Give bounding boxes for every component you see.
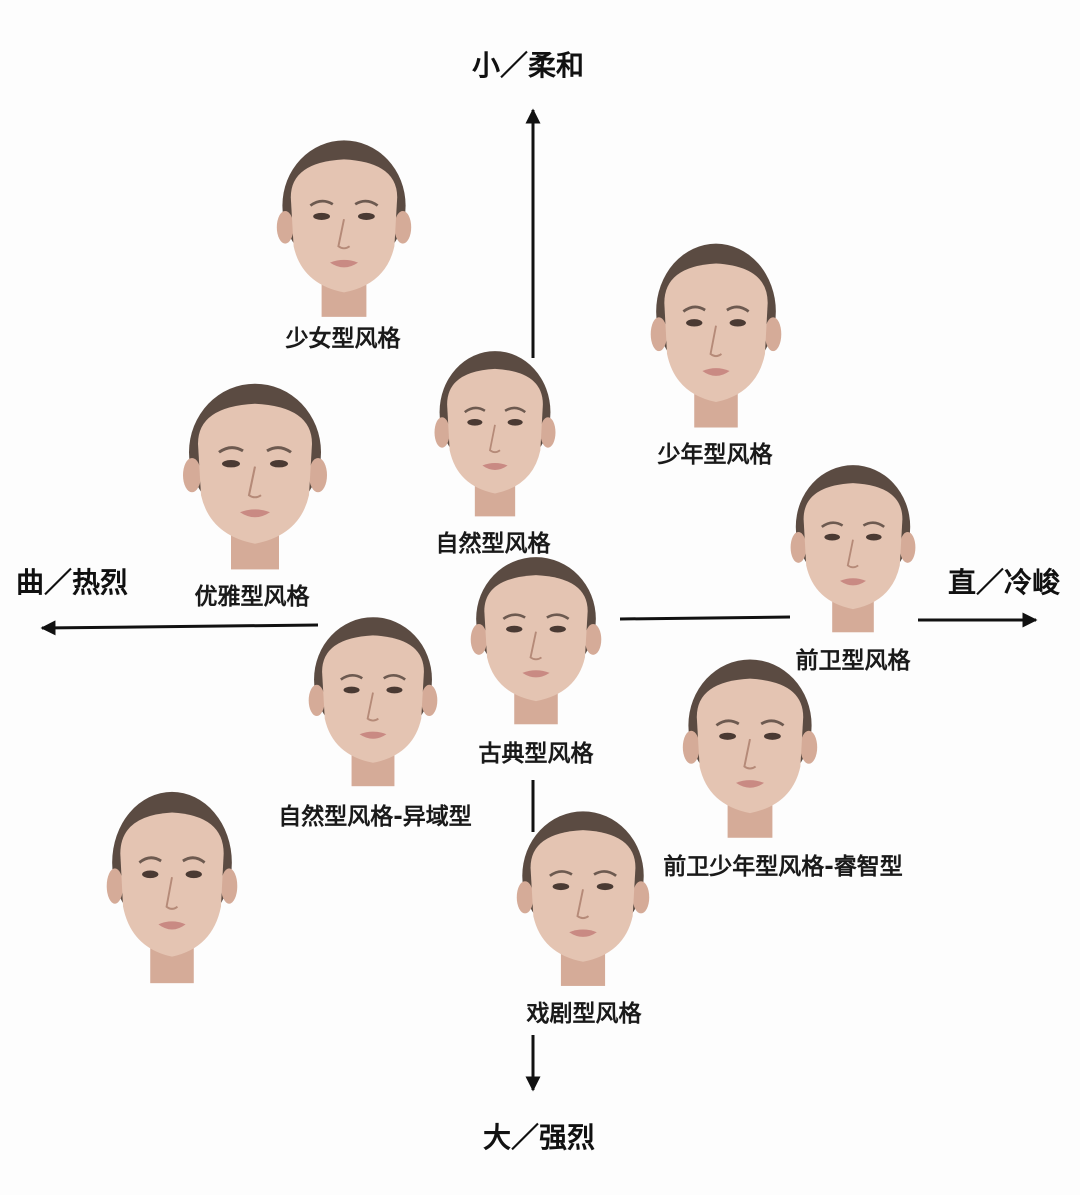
label-elegant: 优雅型风格 <box>194 584 310 610</box>
arrow-right-line <box>619 615 791 621</box>
label-avantgarde-boy-smart: 前卫少年型风格-睿智型 <box>663 854 903 880</box>
label-natural-exotic: 自然型风格-异域型 <box>278 804 472 830</box>
face-elegant-icon <box>183 383 327 570</box>
arrow-left <box>40 620 319 636</box>
label-avantgarde: 前卫型风格 <box>795 648 911 674</box>
face-avantgarde-boy-smart-icon <box>682 659 818 838</box>
label-classic: 古典型风格 <box>478 741 594 767</box>
face-dramatic-icon <box>516 811 650 986</box>
axis-top-label: 小／柔和 <box>472 49 585 82</box>
face-natural-icon <box>434 351 556 517</box>
face-natural-exotic-icon <box>308 617 438 787</box>
axis-bottom-label: 大／强烈 <box>483 1121 596 1154</box>
face-classic-icon <box>470 557 602 725</box>
label-natural: 自然型风格 <box>435 531 551 557</box>
label-girl: 少女型风格 <box>285 326 401 352</box>
face-girl-icon <box>276 140 412 317</box>
axis-right-label: 直／冷峻 <box>948 566 1061 599</box>
face-unlabeled-icon <box>106 791 238 984</box>
face-avantgarde-icon <box>790 465 916 633</box>
face-boy-icon <box>650 243 782 428</box>
label-dramatic: 戏剧型风格 <box>526 1001 642 1027</box>
label-boy: 少年型风格 <box>657 442 773 468</box>
axis-left-label: 曲／热烈 <box>16 566 129 599</box>
